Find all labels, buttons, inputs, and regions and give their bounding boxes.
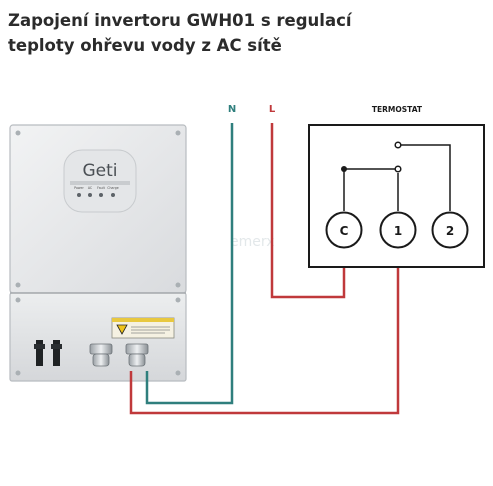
- title-line-2: teploty ohřevu vody z AC sítě: [8, 36, 282, 55]
- switch-contact-icon: [394, 165, 402, 173]
- neutral-wire: [145, 123, 234, 405]
- switch-junction-icon: [341, 166, 347, 172]
- inverter-unit: Geti Power AC Fault Charge: [9, 124, 187, 382]
- diagram-title: Zapojení invertoru GWH01 s regulací tepl…: [8, 8, 352, 58]
- pv-connector-icon: [36, 340, 43, 366]
- indicator-led-icon: [88, 193, 92, 197]
- indicator-label-ac: AC: [88, 186, 93, 190]
- live-wire: [270, 123, 346, 299]
- warning-label: [111, 317, 175, 339]
- neutral-label: N: [228, 104, 236, 115]
- screw-icon: [15, 130, 21, 136]
- brand-logo: Geti: [82, 161, 117, 181]
- terminal-c: [325, 211, 363, 249]
- indicator-label-power: Power: [74, 186, 84, 190]
- load-wire: [129, 249, 400, 415]
- pv-connector-icon: [53, 340, 60, 366]
- watermark: emerx: [230, 234, 275, 250]
- terminal-1: [379, 211, 417, 249]
- screw-icon: [15, 282, 21, 288]
- screw-icon: [175, 130, 181, 136]
- indicator-label-charge: Charge: [107, 186, 118, 190]
- screw-icon: [175, 297, 181, 303]
- screw-icon: [15, 370, 21, 376]
- screw-icon: [175, 370, 181, 376]
- indicator-row: Power AC Fault Charge: [74, 186, 119, 197]
- thermostat-label: TERMOSTAT: [372, 105, 423, 114]
- terminal-1-label: 1: [394, 224, 402, 238]
- indicator-led-icon: [99, 193, 103, 197]
- screw-icon: [15, 297, 21, 303]
- indicator-label-fault: Fault: [97, 186, 105, 190]
- cable-gland-right: [125, 343, 149, 367]
- title-line-1: Zapojení invertoru GWH01 s regulací: [8, 11, 352, 30]
- thermostat: TERMOSTAT C 1 2: [308, 105, 485, 268]
- live-label: L: [269, 104, 276, 115]
- indicator-led-icon: [77, 193, 81, 197]
- cable-gland-left: [89, 343, 113, 367]
- dc-connectors: [34, 340, 62, 366]
- warning-triangle-icon: [116, 324, 128, 335]
- terminal-2: [431, 211, 469, 249]
- switch-contact-icon: [394, 141, 402, 149]
- terminal-c-label: C: [340, 224, 349, 238]
- terminal-2-label: 2: [446, 224, 454, 238]
- indicator-led-icon: [111, 193, 115, 197]
- screw-icon: [175, 282, 181, 288]
